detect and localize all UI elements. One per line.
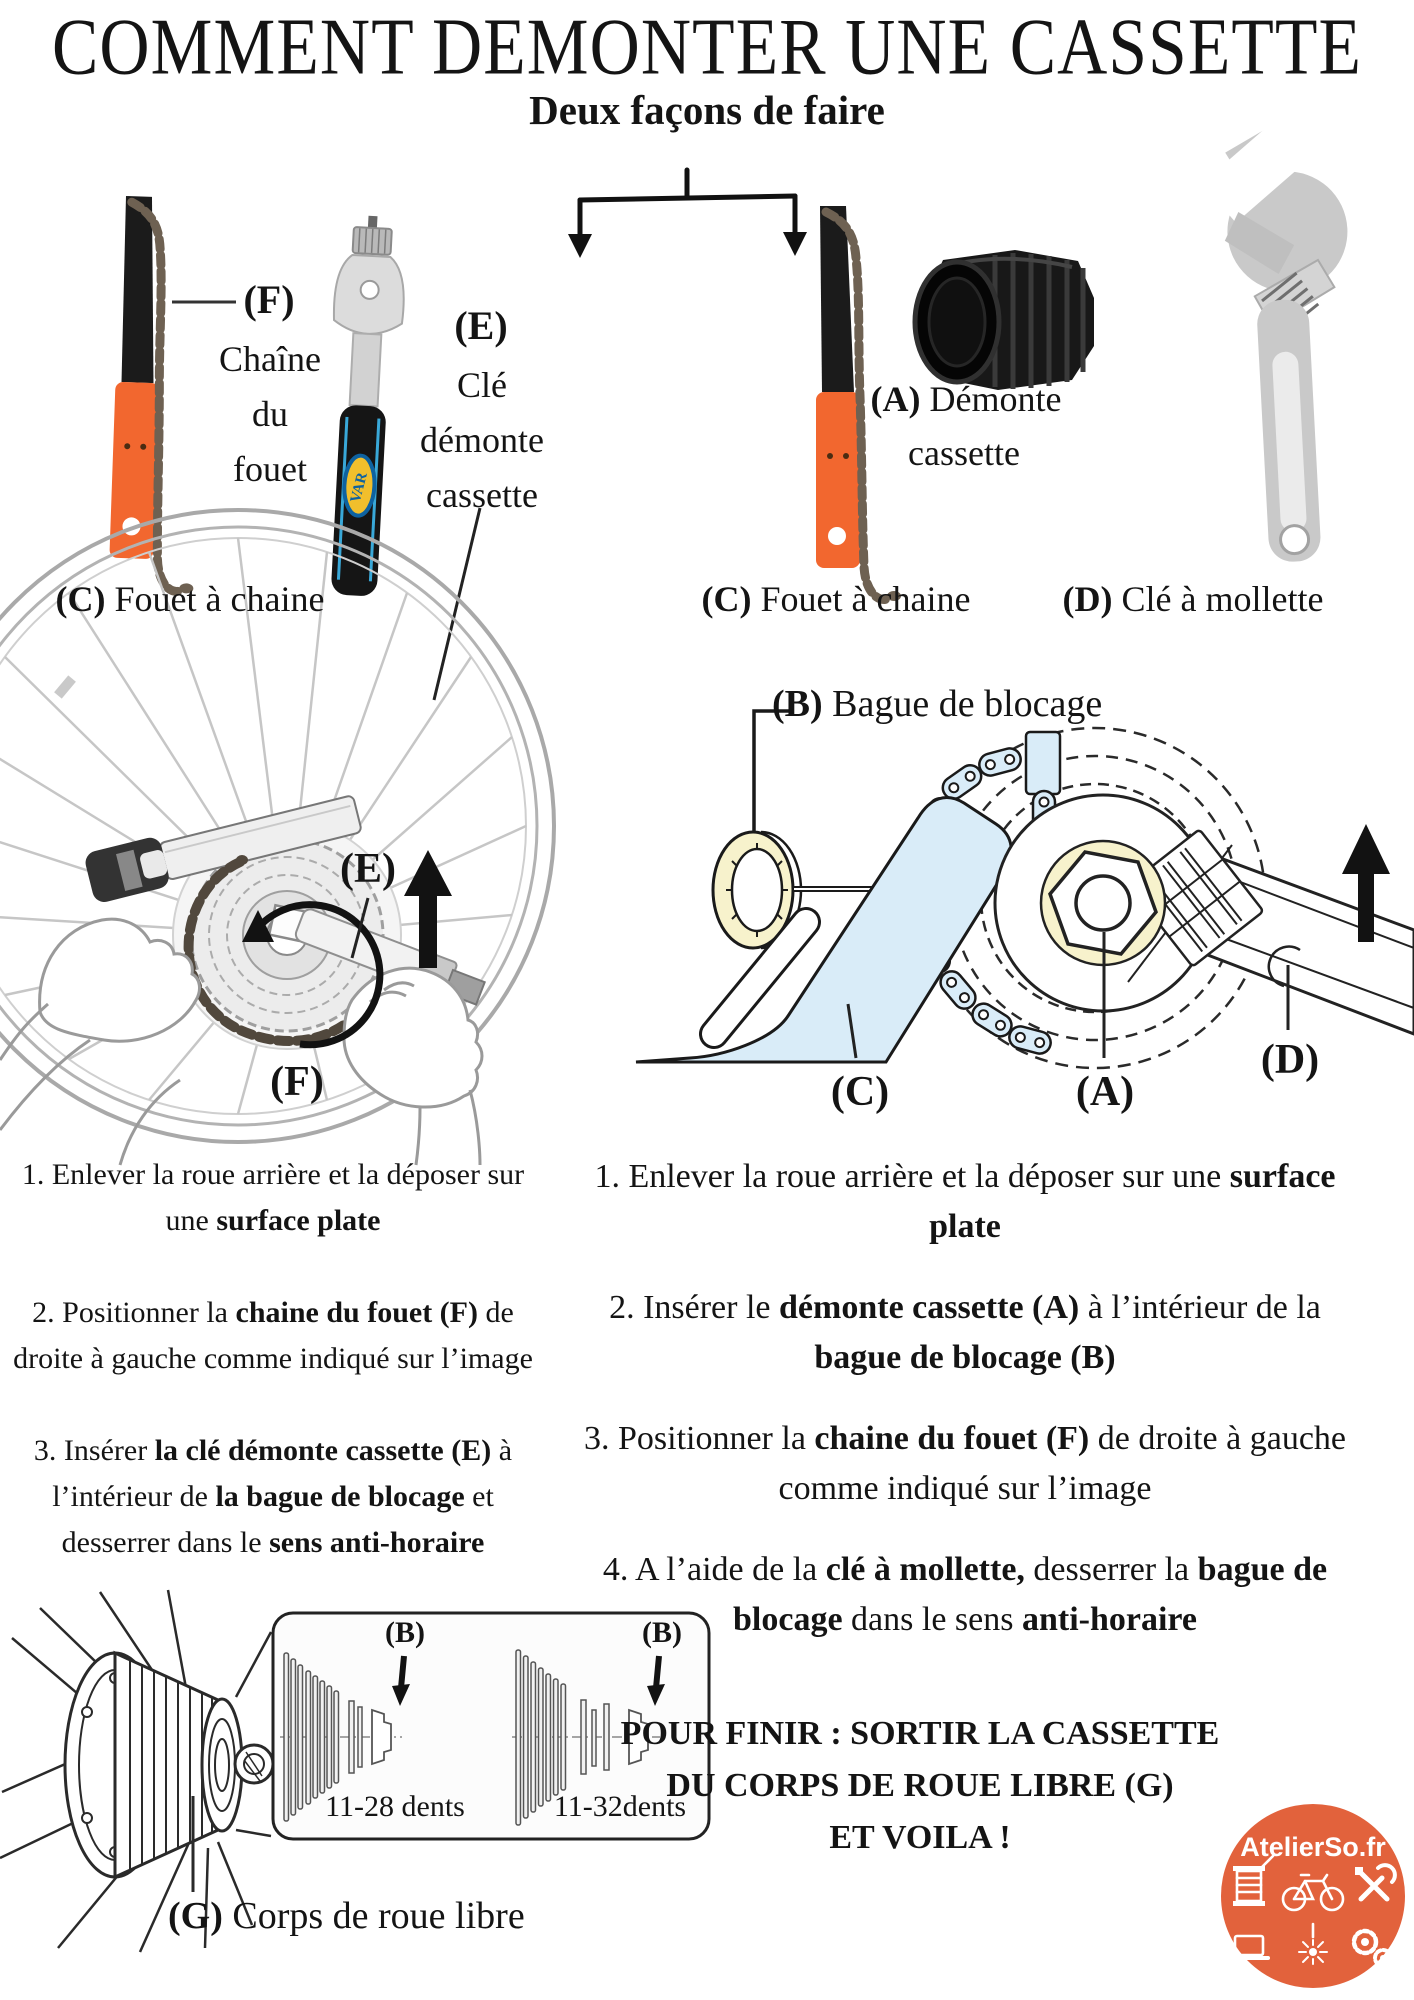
step-right-3: 3. Positionner la chaine du fouet (F) de… (583, 1420, 1347, 1507)
lockring-heading: (B) Bague de blocage (772, 683, 1103, 725)
step-right-1: 1. Enlever la roue arrière et la déposer… (594, 1158, 1336, 1245)
inset-caption-11-28: 11-28 dents (325, 1790, 465, 1823)
letter-pointer-lines (846, 932, 1290, 1059)
diagram-letter-c: (C) (830, 1069, 890, 1115)
wheel-label-f: (F) (270, 1059, 324, 1105)
lockring-diagram-illustration (635, 709, 1414, 1070)
sprockets-11-28 (283, 1652, 363, 1822)
step-right-2: 2. Insérer le démonte cassette (A) à l’i… (609, 1289, 1321, 1376)
finish-block: POUR FINIR : SORTIR LA CASSETTE DU CORPS… (570, 1708, 1270, 1864)
label-e-line2: démonte (420, 420, 544, 460)
counter-clockwise-arrow (253, 901, 384, 1049)
wheel-scene-illustration (0, 507, 556, 1166)
finish-line-3: ET VOILA ! (829, 1819, 1011, 1856)
lockring-piece-2 (628, 1708, 649, 1766)
step-left-1: 1. Enlever la roue arrière et la déposer… (21, 1158, 525, 1237)
page-title: COMMENT DEMONTER UNE CASSETTE (51, 3, 1363, 92)
label-e-line3: cassette (426, 475, 538, 515)
label-f-name: Chaîne du fouet (150, 332, 390, 497)
label-a-line1: (A) Démonte (870, 379, 1062, 419)
up-arrow-right (1342, 824, 1390, 942)
cassette-range-inset (271, 1611, 711, 1841)
freehub-illustration (0, 1589, 275, 1953)
freehub-caption: (G) Corps de roue libre (168, 1895, 525, 1937)
adjustable-wrench-image (1201, 114, 1348, 562)
label-f-line1: Chaîne (219, 339, 321, 379)
steps-column-right: 1. Enlever la roue arrière et la déposer… (583, 1152, 1347, 1676)
whip-chain-wrap (183, 857, 373, 1046)
label-f-line2: du (252, 394, 288, 434)
var-badge (342, 453, 377, 518)
crossed-tools-icon (1355, 1863, 1397, 1902)
label-f-line3: fouet (233, 449, 307, 489)
diagram-letter-d: (D) (1260, 1037, 1320, 1083)
inset-b-label-2: (B) (642, 1616, 682, 1649)
inset-caption-11-32: 11-32dents (553, 1790, 687, 1823)
lockring-piece-1 (371, 1708, 392, 1766)
wheel-label-e: (E) (340, 846, 396, 892)
steps-column-left: 1. Enlever la roue arrière et la déposer… (2, 1152, 544, 1612)
label-e-name: Clé démonte cassette (352, 358, 612, 523)
b-pointer-line (752, 709, 790, 842)
thread-spool-icon (1233, 1854, 1275, 1906)
finish-line-2: DU CORPS DE ROUE LIBRE (G) (666, 1767, 1174, 1804)
cassette-lockring-remover-image (912, 250, 1094, 390)
laptop-icon (1228, 1934, 1270, 1960)
whip-handle-top (1024, 730, 1062, 796)
laser-beam-icon (1298, 1922, 1328, 1965)
up-arrow-left (404, 850, 452, 968)
caption-chain-whip-left: (C) Fouet à chaine (55, 579, 325, 619)
caption-chain-whip-right: (C) Fouet à chaine (701, 579, 971, 619)
left-hand (0, 917, 201, 1166)
step-left-3: 3. Insérer la clé démonte cassette (E) à… (33, 1434, 513, 1559)
gears-icon (1351, 1928, 1393, 1968)
chain-whip-in-use (85, 795, 362, 902)
wrench-on-lockring (993, 793, 1414, 1036)
page-subtitle: Deux façons de faire (529, 87, 885, 133)
chain-whip-arm (635, 796, 1013, 1064)
label-f: (F) (243, 277, 295, 322)
inset-b-label-1: (B) (385, 1616, 425, 1649)
ateliersol-logo (1221, 1804, 1405, 1988)
step-left-2: 2. Positionner la chaine du fouet (F) de… (13, 1296, 533, 1375)
finish-line-1: POUR FINIR : SORTIR LA CASSETTE (620, 1715, 1220, 1752)
sprockets-11-32 (515, 1649, 610, 1826)
label-e-line1: Clé (457, 365, 507, 405)
two-ways-branch-arrow (568, 167, 807, 258)
step-right-4: 4. A l’aide de la clé à mollette, desser… (602, 1551, 1328, 1638)
label-a-line2: cassette (908, 433, 1020, 473)
bicycle-icon (1281, 1873, 1345, 1912)
right-hand (342, 966, 484, 1166)
diagram-letter-a: (A) (1075, 1069, 1135, 1115)
label-e: (E) (454, 303, 508, 348)
e-pointer-line (350, 897, 370, 959)
caption-adjustable-wrench: (D) Clé à mollette (1062, 579, 1324, 619)
var-logo-text: VAR (348, 471, 371, 505)
freehub-splines (129, 1660, 213, 1870)
logo-text: AtelierSo.fr (1240, 1832, 1386, 1862)
